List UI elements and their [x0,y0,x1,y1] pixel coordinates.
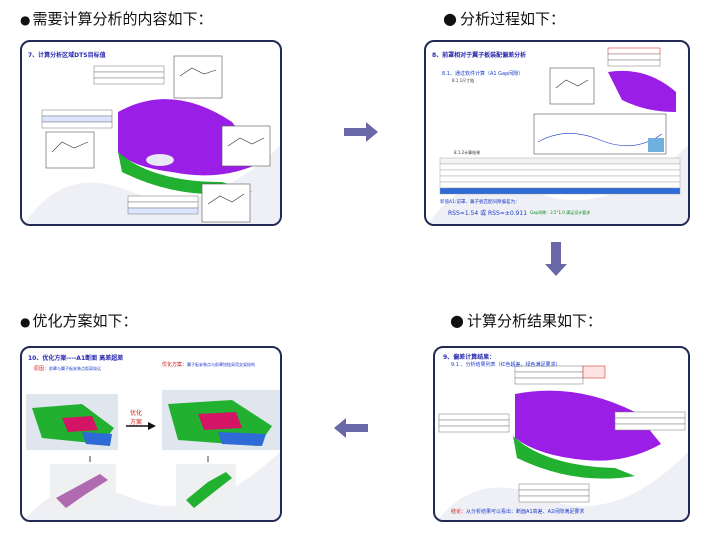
conclusion-block: 结论：从分析结果可以看出：断面A1高差、A2间隙满足要求 [451,508,584,515]
slide-title: 7、计算分析区域DTS目标值 [28,52,106,59]
bullet-icon: ● [20,13,31,27]
reason-block: 原因：前罩与翼子板安装点距离较远 [34,365,101,372]
section-heading: 8.1、通过软件计算（A1 Gap间隙） [442,71,524,77]
formula-label: 新值A1:前罩、翼子板匹配间隙偏差为： [440,200,520,205]
bullet-icon: ● [450,311,464,330]
arrow-left-icon [334,418,368,438]
caption-bottom-left: ●优化方案如下： [20,312,138,330]
bullet-icon: ● [20,315,31,329]
arrow-right-icon [344,122,378,142]
subsection-heading: 8.1.1尺寸链 [452,78,475,83]
formula-text: RSS=1.54 或 RSS=±0.911 [448,210,528,217]
slide-optimization-graphic [25,390,280,520]
slide-title: 10、优化方案----A1断面 高差超差 [28,355,124,362]
slide-results-graphic [438,365,688,520]
reason-label: 原因： [34,366,50,372]
section-heading: 9.1 、分析结果列表（红色超差，绿色满足要求） [451,362,561,368]
slide-analysis-process[interactable]: 8、前罩相对于翼子板装配偏差分析 8.1、通过软件计算（A1 Gap间隙） 8.… [424,40,690,226]
plan-label: 优化方案： [162,362,188,368]
slide-title: 9、偏差计算结果： [443,354,496,361]
slide-title: 8、前罩相对于翼子板装配偏差分析 [432,52,527,59]
plan-block: 优化方案：翼子板安装点与前罩铰链采用支架结构 [162,361,255,368]
caption-bottom-right: ●计算分析结果如下： [450,311,602,330]
caption-top-right: ●分析过程如下： [443,9,565,28]
slide-optimization[interactable]: 10、优化方案----A1断面 高差超差 原因：前罩与翼子板安装点距离较远 优化… [20,346,282,522]
optimize-arrow-label: 优化 方案 [130,410,143,426]
slide-dts-graphic [24,55,280,224]
caption-top-left: ●需要计算分析的内容如下： [20,10,213,28]
bullet-icon: ● [443,9,457,28]
reason-text: 前罩与翼子板安装点距离较远 [49,366,102,371]
slide-analysis-graphic [428,47,688,224]
formula-note: Gap间隙：3.5°1.0 满足设计要求 [530,210,591,215]
slide-dts-targets[interactable]: 7、计算分析区域DTS目标值 [20,40,282,226]
plan-text: 翼子板安装点与前罩铰链采用支架结构 [187,362,256,367]
conclusion-label: 结论： [451,509,467,515]
arrow-down-icon [545,242,567,276]
slide-results[interactable]: 9、偏差计算结果： 9.1 、分析结果列表（红色超差，绿色满足要求） 结论：从分… [433,346,690,522]
subsection-heading: 8.1.2计算结果 [454,150,481,155]
conclusion-text: 从分析结果可以看出：断面A1高差、A2间隙满足要求 [466,509,585,515]
